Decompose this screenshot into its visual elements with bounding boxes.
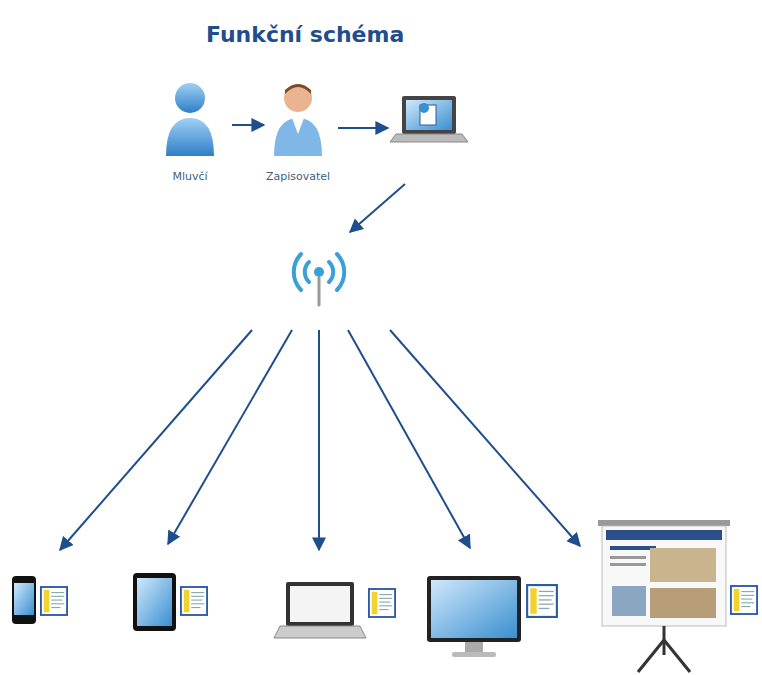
laptop-icon — [274, 582, 395, 638]
person-icon — [150, 78, 230, 158]
broadcast-arrows — [60, 330, 580, 550]
projection-screen — [598, 520, 757, 672]
flow-arrow — [350, 184, 405, 232]
tablet-icon — [133, 573, 207, 631]
diagram-title: Funkční schéma — [206, 22, 404, 47]
flow-arrow — [232, 124, 264, 126]
person-label: Zapisovatel — [258, 170, 338, 183]
person-node: Mluvčí — [150, 78, 230, 185]
person-icon — [258, 78, 338, 158]
flow-arrow — [338, 127, 388, 129]
person-label: Mluvčí — [150, 170, 230, 183]
monitor-icon — [427, 576, 557, 657]
phone-icon — [12, 576, 67, 624]
laptop-icon — [390, 96, 468, 142]
person-node: Zapisovatel — [258, 78, 338, 185]
wifi-antenna — [294, 254, 344, 305]
